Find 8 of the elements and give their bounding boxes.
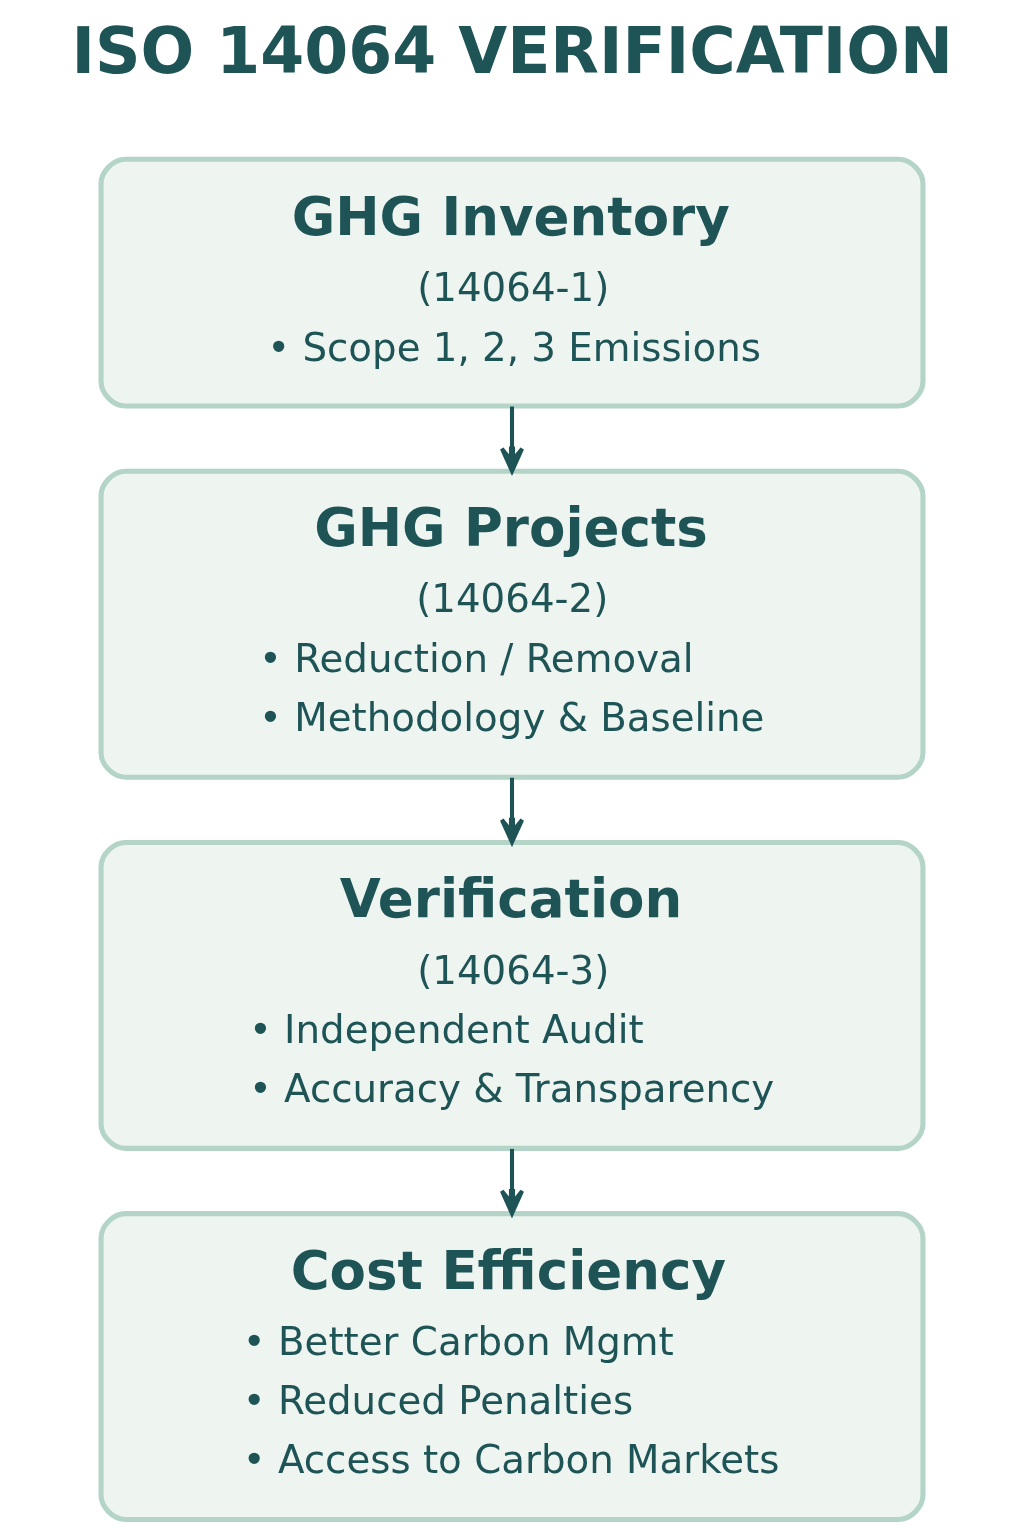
arrow: [499, 406, 525, 474]
arrow: [499, 1148, 525, 1216]
node-box: GHG Projects (14064-2) • Reduction / Removal • Methodology & Baseline: [98, 468, 926, 780]
arrow: [499, 777, 525, 845]
node-box: Cost Efficiency • Better Carbon Mgmt • Reduced Penalties • Access to Carbon Markets: [98, 1211, 926, 1523]
diagram-title: ISO 14064 VERIFICATION: [71, 14, 953, 89]
node-box: Verification (14064-3) • Independent Audit • Accuracy & Transparency: [98, 839, 926, 1151]
node-box: GHG Inventory (14064-1) • Scope 1, 2, 3 Emissions: [98, 156, 926, 409]
